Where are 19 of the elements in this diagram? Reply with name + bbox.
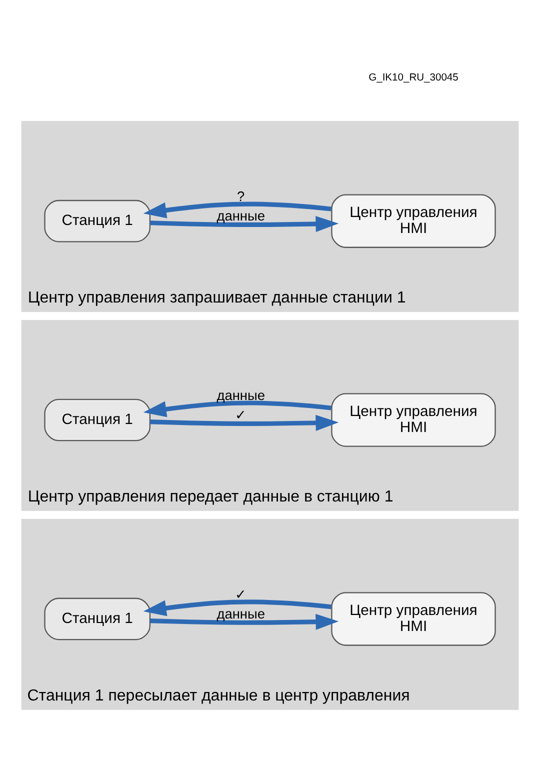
edge-label: ✓ <box>234 586 247 602</box>
node-box: Центр управления HMI <box>331 194 496 248</box>
arrow <box>143 400 332 417</box>
arrow <box>143 201 332 218</box>
edge-label: ✓ <box>234 407 247 422</box>
edge-label: данные <box>216 388 265 403</box>
edge-label: ? <box>237 188 245 204</box>
arrow <box>150 613 339 630</box>
node-box: Станция 1 <box>44 199 151 242</box>
node-box: Станция 1 <box>44 597 151 640</box>
arrow <box>143 599 332 616</box>
arrow <box>150 414 339 430</box>
label: G_IK10_RU_30045 <box>368 72 458 84</box>
node-box: Центр управления HMI <box>331 392 496 446</box>
arrow <box>150 215 339 232</box>
node-box: Станция 1 <box>44 398 151 441</box>
edge-label: данные <box>216 606 265 621</box>
node-box: Центр управления HMI <box>331 592 496 646</box>
edge-label: данные <box>216 208 265 224</box>
